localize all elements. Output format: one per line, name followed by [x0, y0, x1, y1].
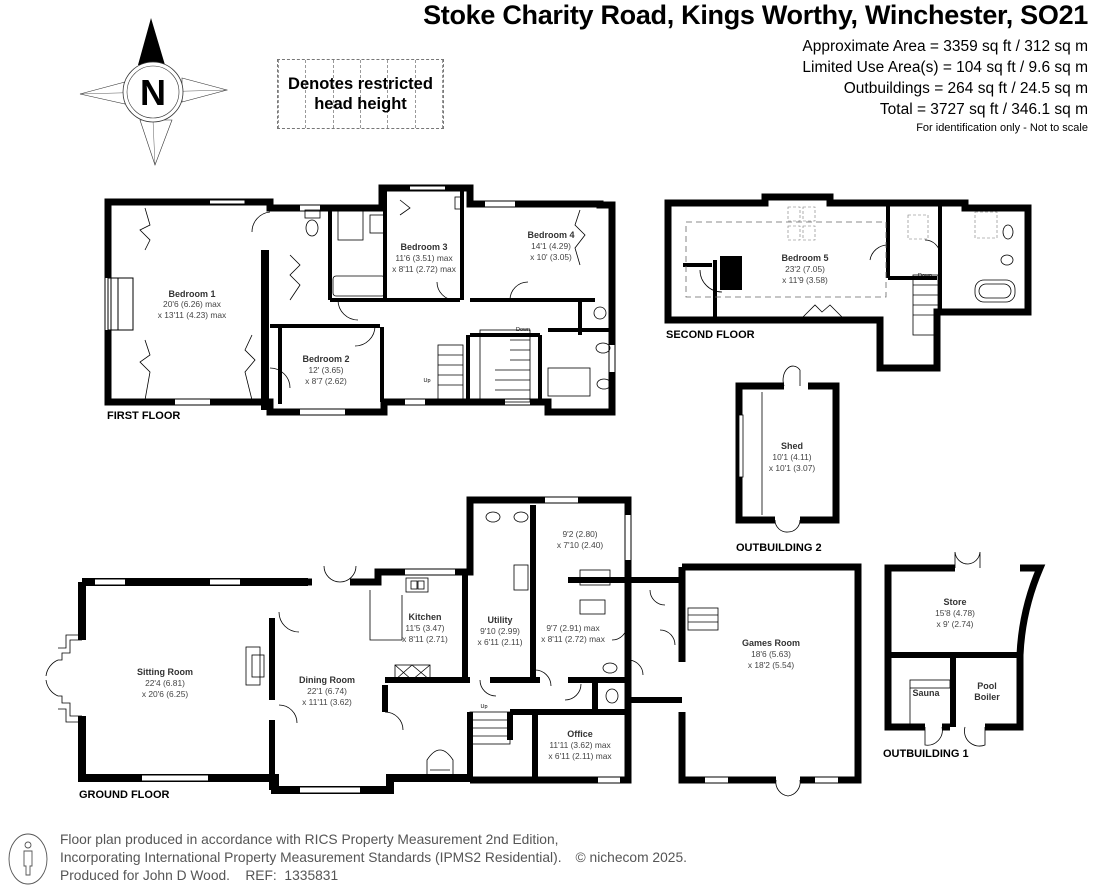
svg-text:x 7'10 (2.40): x 7'10 (2.40) [557, 540, 604, 550]
room-shed: Shed 10'1 (4.11) x 10'1 (3.07) [769, 441, 816, 473]
room-kitchen: Kitchen 11'5 (3.47) x 8'11 (2.71) [402, 612, 448, 644]
outbuilding-1-labels: Store 15'8 (4.78) x 9' (2.74) Sauna Pool… [912, 597, 1000, 702]
room-sauna: Sauna [912, 688, 940, 698]
svg-text:14'1 (4.29): 14'1 (4.29) [531, 241, 571, 251]
footer-line-1: Floor plan produced in accordance with R… [60, 832, 559, 847]
svg-text:Dining Room: Dining Room [299, 675, 355, 685]
outbuilding-1-label: OUTBUILDING 1 [883, 748, 969, 760]
svg-text:11'5 (3.47): 11'5 (3.47) [405, 623, 444, 633]
svg-text:x 13'11 (4.23) max: x 13'11 (4.23) max [158, 310, 227, 320]
svg-text:Bedroom 3: Bedroom 3 [400, 242, 447, 252]
svg-text:x 9' (2.74): x 9' (2.74) [937, 619, 974, 629]
footer-line-2: Incorporating International Property Mea… [60, 850, 687, 865]
svg-text:x 11'11 (3.62): x 11'11 (3.62) [302, 697, 352, 707]
svg-text:15'8 (4.78): 15'8 (4.78) [935, 608, 975, 618]
svg-text:9'2 (2.80): 9'2 (2.80) [562, 529, 597, 539]
svg-text:Store: Store [943, 597, 966, 607]
svg-text:Shed: Shed [781, 441, 803, 451]
ground-floor-labels: Sitting Room 22'4 (6.81) x 20'6 (6.25) D… [137, 529, 800, 761]
svg-text:20'6 (6.26) max: 20'6 (6.26) max [163, 299, 222, 309]
ground-floor-label: GROUND FLOOR [79, 789, 169, 801]
second-floor-label: SECOND FLOOR [666, 329, 755, 341]
svg-text:Games Room: Games Room [742, 638, 800, 648]
total-area: Total = 3727 sq ft / 346.1 sq m [879, 101, 1088, 118]
svg-text:Bedroom 2: Bedroom 2 [302, 354, 349, 364]
svg-text:Sitting Room: Sitting Room [137, 667, 193, 677]
scale-disclaimer: For identification only - Not to scale [916, 122, 1088, 134]
stairs-down-label: Down [516, 327, 530, 333]
svg-text:x 6'11 (2.11): x 6'11 (2.11) [477, 637, 522, 647]
svg-text:23'2 (7.05): 23'2 (7.05) [785, 264, 825, 274]
outbuilding-2-label: OUTBUILDING 2 [736, 542, 822, 554]
svg-text:Bedroom 5: Bedroom 5 [781, 253, 828, 263]
room-bedroom-2: Bedroom 2 12' (3.65) x 8'7 (2.62) [302, 354, 349, 386]
svg-text:9'7 (2.91) max: 9'7 (2.91) max [546, 623, 600, 633]
svg-text:10'1 (4.11): 10'1 (4.11) [772, 452, 811, 462]
svg-text:12' (3.65): 12' (3.65) [308, 365, 343, 375]
svg-text:N: N [140, 72, 166, 113]
svg-text:11'6 (3.51) max: 11'6 (3.51) max [395, 253, 453, 263]
svg-text:x 20'6 (6.25): x 20'6 (6.25) [142, 689, 189, 699]
first-floor-labels: Bedroom 1 20'6 (6.26) max x 13'11 (4.23)… [158, 230, 575, 386]
room-office: Office 11'11 (3.62) max x 6'11 (2.11) ma… [548, 729, 612, 761]
second-floor-labels: Bedroom 5 23'2 (7.05) x 11'9 (3.58) Down [781, 253, 932, 285]
svg-text:Utility: Utility [487, 615, 512, 625]
room-bedroom-3: Bedroom 3 11'6 (3.51) max x 8'11 (2.72) … [392, 242, 457, 274]
svg-text:18'6 (5.63): 18'6 (5.63) [751, 649, 791, 659]
room-bedroom-1: Bedroom 1 20'6 (6.26) max x 13'11 (4.23)… [158, 289, 227, 320]
ground-floor-plan [45, 496, 862, 797]
svg-text:x 11'9 (3.58): x 11'9 (3.58) [782, 275, 828, 285]
page-title: Stoke Charity Road, Kings Worthy, Winche… [423, 0, 1088, 30]
svg-text:x 8'7 (2.62): x 8'7 (2.62) [305, 376, 347, 386]
outbuilding-1-plan [884, 551, 1046, 747]
room-bedroom-5: Bedroom 5 23'2 (7.05) x 11'9 (3.58) [781, 253, 828, 285]
legend-line-1: Denotes restricted [288, 75, 433, 93]
room-bedroom-4: Bedroom 4 14'1 (4.29) x 10' (3.05) [527, 230, 574, 262]
restricted-height-legend: Denotes restricted head height [277, 59, 444, 129]
svg-text:Office: Office [567, 729, 593, 739]
svg-text:x 18'2 (5.54): x 18'2 (5.54) [748, 660, 795, 670]
stairs-up-label: Up [480, 704, 487, 710]
svg-text:9'10 (2.99): 9'10 (2.99) [480, 626, 520, 636]
second-floor-plan [664, 193, 1032, 372]
stairs-down-label: Down [918, 273, 932, 279]
person-measure-icon [8, 833, 48, 885]
stairs-up-label: Up [423, 378, 430, 384]
outbuilding-2-plan [735, 365, 840, 533]
svg-text:x 8'11 (2.71): x 8'11 (2.71) [402, 634, 448, 644]
svg-text:22'4 (6.81): 22'4 (6.81) [145, 678, 185, 688]
svg-text:22'1 (6.74): 22'1 (6.74) [307, 686, 347, 696]
room-utility: Utility 9'10 (2.99) x 6'11 (2.11) [477, 615, 522, 647]
svg-text:x 6'11 (2.11) max: x 6'11 (2.11) max [548, 751, 612, 761]
footer-credits: Floor plan produced in accordance with R… [60, 831, 687, 885]
copyright: © nichecom 2025. [575, 850, 687, 865]
footer-line-3: Produced for John D Wood. REF: 1335831 [60, 868, 339, 883]
svg-text:x 8'11 (2.72) max: x 8'11 (2.72) max [541, 634, 606, 644]
limited-use-area: Limited Use Area(s) = 104 sq ft / 9.6 sq… [802, 59, 1088, 76]
room-unnamed-1: 9'2 (2.80) x 7'10 (2.40) [557, 529, 604, 550]
room-pool-boiler: Pool Boiler [974, 681, 1000, 702]
room-store: Store 15'8 (4.78) x 9' (2.74) [935, 597, 975, 629]
svg-text:x 10'1 (3.07): x 10'1 (3.07) [769, 463, 816, 473]
svg-text:x 10' (3.05): x 10' (3.05) [530, 252, 572, 262]
first-floor-plan [104, 184, 616, 416]
svg-text:Bedroom 4: Bedroom 4 [527, 230, 574, 240]
room-games-room: Games Room 18'6 (5.63) x 18'2 (5.54) [742, 638, 800, 670]
room-sitting-room: Sitting Room 22'4 (6.81) x 20'6 (6.25) [137, 667, 193, 699]
legend-line-2: head height [314, 95, 407, 113]
compass-rose-icon: N [79, 18, 229, 166]
svg-text:x 8'11 (2.72) max: x 8'11 (2.72) max [392, 264, 457, 274]
svg-text:Boiler: Boiler [974, 692, 1000, 702]
room-unnamed-2: 9'7 (2.91) max x 8'11 (2.72) max [541, 623, 606, 644]
outbuildings-area: Outbuildings = 264 sq ft / 24.5 sq m [843, 80, 1088, 97]
first-floor-label: FIRST FLOOR [107, 410, 180, 422]
svg-text:Bedroom 1: Bedroom 1 [168, 289, 215, 299]
svg-text:11'11 (3.62) max: 11'11 (3.62) max [549, 740, 611, 750]
room-dining-room: Dining Room 22'1 (6.74) x 11'11 (3.62) [299, 675, 355, 707]
approximate-area: Approximate Area = 3359 sq ft / 312 sq m [802, 38, 1088, 55]
area-summary: Approximate Area = 3359 sq ft / 312 sq m… [802, 36, 1088, 120]
svg-text:Pool: Pool [977, 681, 997, 691]
svg-text:Kitchen: Kitchen [408, 612, 441, 622]
